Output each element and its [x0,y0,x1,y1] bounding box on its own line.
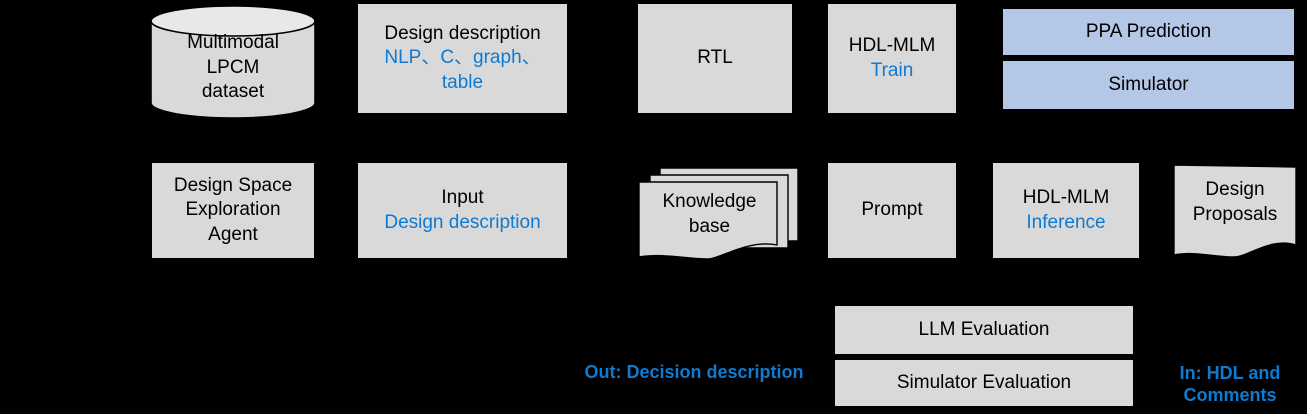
text-line: HDL-MLM [848,35,936,57]
text-line: HDL-MLM [1022,187,1110,209]
node-rtl-label: RTL [638,46,792,70]
text-line: Design Space [173,175,293,197]
node-design-space-exploration-agent-label: Design Space Exploration Agent [152,174,314,247]
text-line: Design description [384,211,541,233]
node-hdl-mlm-inference-label: HDL-MLM Inference [993,186,1139,235]
text-line: Multimodal [187,31,279,53]
node-simulator-label: Simulator [1003,73,1294,97]
node-knowledge-base: Knowledge base [636,163,800,263]
text-line: LPCM [206,56,260,78]
document-shape [1173,164,1297,258]
text-line: Inference [1026,211,1106,233]
text-line: In: HDL and [1179,362,1281,383]
node-design-space-exploration-agent: Design Space Exploration Agent [152,163,314,258]
text-line: RTL [697,47,733,69]
text-line: Exploration [185,199,281,221]
text-line: dataset [201,81,265,103]
node-design-description: Design description NLP、C、graph、 table [358,4,567,113]
node-hdl-mlm-train-label: HDL-MLM Train [828,34,956,83]
node-multimodal-lpcm-dataset: Multimodal LPCM dataset [150,5,316,119]
node-simulator-evaluation-label: Simulator Evaluation [835,371,1133,395]
text-line: LLM Evaluation [918,318,1050,340]
text-line: PPA Prediction [1085,20,1212,42]
node-multimodal-lpcm-dataset-label: Multimodal LPCM dataset [150,23,316,113]
text-line: Comments [1183,385,1277,405]
node-input-design-description-label: Input Design description [358,186,567,235]
node-knowledge-base-label: Knowledge base [639,187,780,243]
node-llm-evaluation-label: LLM Evaluation [835,318,1133,342]
node-ppa-prediction: PPA Prediction [1003,9,1294,55]
text-line: Proposals [1192,204,1278,225]
node-prompt-label: Prompt [828,198,956,222]
node-rtl: RTL [638,4,792,113]
text-line: Agent [208,223,258,245]
text-line: Knowledge [662,191,757,213]
node-hdl-mlm-inference: HDL-MLM Inference [993,163,1139,258]
text-line: Design [1205,179,1265,201]
text-line: Simulator Evaluation [896,371,1072,393]
text-line: Prompt [861,199,923,221]
node-llm-evaluation: LLM Evaluation [835,306,1133,354]
text-line: Train [870,59,914,81]
node-simulator-evaluation: Simulator Evaluation [835,360,1133,406]
cylinder-shape [150,5,316,119]
text-line: base [688,216,731,237]
note-in-hdl-and-comments: In: HDL and Comments [1155,358,1305,410]
node-design-proposals-label: Design Proposals [1172,171,1298,235]
text-line: Design description [384,23,541,45]
text-line: Out: Decision description [584,361,804,382]
node-design-description-label: Design description NLP、C、graph、 table [358,22,567,95]
stacked-document-shape [638,167,799,260]
node-design-proposals: Design Proposals [1172,163,1298,261]
text-line: Input [441,187,484,209]
node-input-design-description: Input Design description [358,163,567,258]
text-line: table [441,71,484,93]
node-prompt: Prompt [828,163,956,258]
note-out-decision-description: Out: Decision description [576,358,812,386]
node-ppa-prediction-label: PPA Prediction [1003,20,1294,44]
text-line: Simulator [1108,73,1189,95]
text-line: NLP、C、graph、 [384,47,541,69]
node-hdl-mlm-train: HDL-MLM Train [828,4,956,113]
node-simulator: Simulator [1003,61,1294,109]
